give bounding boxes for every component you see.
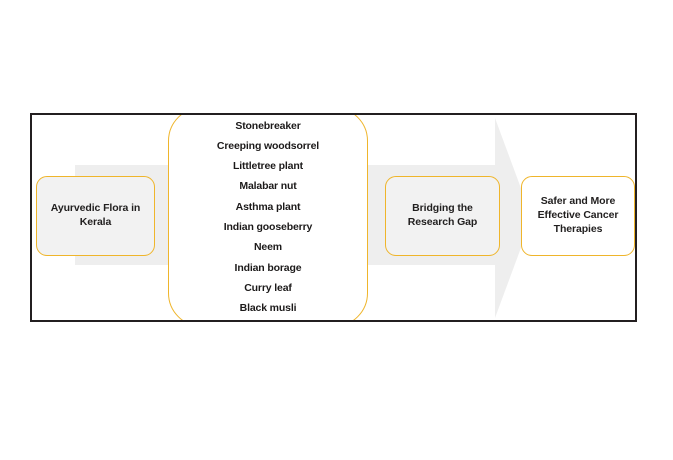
list-item: Curry leaf (244, 281, 292, 294)
node-plant-list[interactable]: Stonebreaker Creeping woodsorrel Littlet… (168, 115, 368, 320)
list-item: Indian gooseberry (223, 221, 313, 233)
list-item: Neem (254, 241, 282, 254)
list-item: Indian borage (234, 261, 302, 274)
list-item: Stonebreaker (235, 119, 301, 132)
list-item: Littletree plant (233, 160, 303, 173)
list-item: Creeping woodsorrel (216, 139, 320, 152)
node-bridge-label: Bridging the Research Gap (407, 202, 478, 228)
plant-list-clip: Stonebreaker Creeping woodsorrel Littlet… (32, 115, 635, 320)
node-outcome-label: Safer and More Effective Cancer Therapie… (537, 195, 619, 235)
list-item: Asthma plant (235, 200, 301, 213)
list-item: Malabar nut (239, 180, 297, 193)
node-safer-and-more-effective-cancer-therapies[interactable]: Safer and More Effective Cancer Therapie… (521, 176, 635, 256)
list-item: Black musli (239, 302, 297, 315)
node-bridging-the-research-gap[interactable]: Bridging the Research Gap (385, 176, 500, 256)
node-ayurvedic-flora-in-kerala[interactable]: Ayurvedic Flora in Kerala (36, 176, 155, 256)
node-source-label: Ayurvedic Flora in Kerala (50, 202, 141, 228)
